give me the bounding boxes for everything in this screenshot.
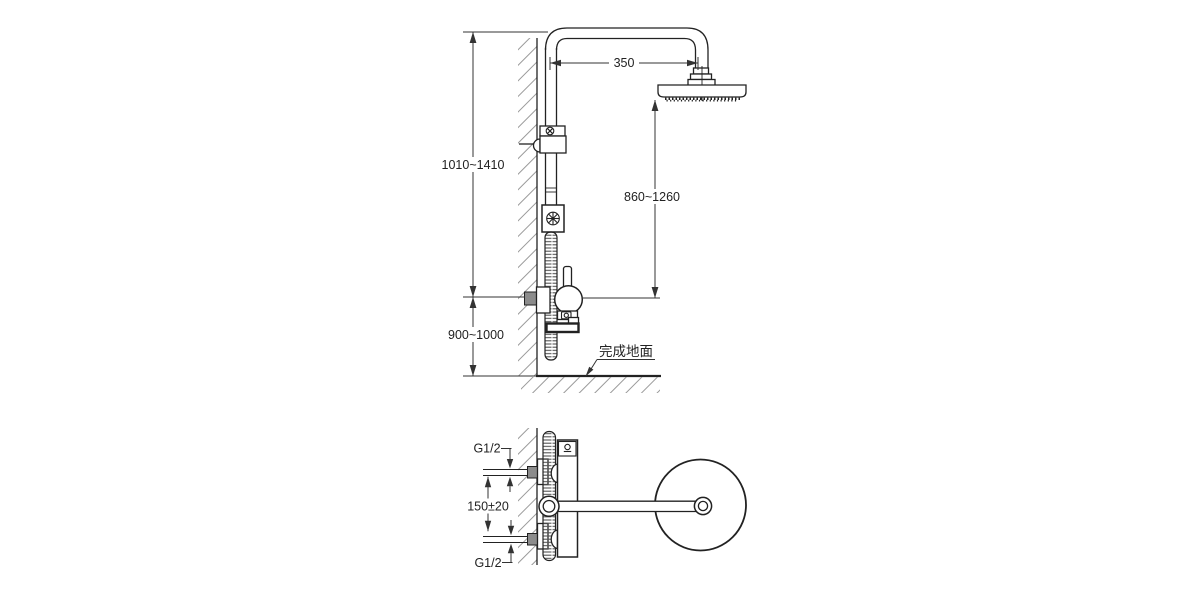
inlet-spacing-label: 150±20	[467, 500, 509, 514]
bracket-screw-icon	[545, 126, 555, 136]
finished-floor-label: 完成地面	[599, 344, 653, 359]
hand-shower-holder	[541, 204, 565, 233]
dimension-head-to-valve: 860~1260	[582, 100, 682, 299]
plan-view: G1/2 150±20 G1/2	[462, 428, 747, 570]
shower-arm-connector	[687, 67, 716, 87]
dimension-riser-height: 1010~1410 900~1000	[442, 31, 548, 376]
inlet-bottom-label: G1/2	[474, 556, 501, 570]
wall-supply-stub	[524, 291, 538, 306]
inlet-nub-top	[527, 466, 538, 479]
wall-hatch-front	[518, 38, 537, 376]
wall-section-front	[463, 38, 661, 393]
inlet-top-label: G1/2	[473, 442, 500, 456]
gooseneck-inner	[555, 37, 697, 68]
valve-nut	[556, 310, 579, 321]
thermostat-icon	[564, 443, 571, 451]
dimension-inlet-bottom: G1/2	[474, 520, 515, 570]
gooseneck-outer	[544, 27, 709, 68]
valve-knob	[553, 284, 584, 315]
inlet-nub-bottom	[527, 533, 538, 546]
slider-bracket	[519, 125, 567, 154]
floor-hatch	[521, 377, 660, 393]
floor-annotation: 完成地面	[585, 344, 655, 377]
head-to-valve-label: 860~1260	[624, 190, 680, 204]
leader-arrow	[585, 366, 594, 377]
bracket-body	[539, 135, 567, 154]
thermostat-cap	[557, 440, 577, 457]
arm-reach-label: 350	[614, 56, 635, 70]
valve-wall-plate	[535, 286, 551, 314]
dimension-arm-reach: 350	[549, 56, 699, 70]
shower-arm-plan	[538, 458, 747, 552]
valve-to-floor-label: 900~1000	[448, 328, 504, 342]
arm-fill	[549, 501, 703, 512]
dimension-inlet-spacing: 150±20	[462, 476, 514, 532]
front-view: 1010~1410 900~1000 350 860~1260	[442, 27, 747, 393]
riser-height-label: 1010~1410	[442, 158, 505, 172]
spout	[545, 322, 580, 334]
valve-body-plan	[556, 439, 579, 558]
head-body	[657, 84, 747, 98]
wall-hatch-plan	[518, 428, 537, 565]
riser-pipe	[544, 27, 709, 205]
mixer-valve-front	[524, 265, 584, 334]
shower-head-front	[657, 66, 747, 102]
dimension-inlet-top: G1/2	[473, 442, 514, 492]
